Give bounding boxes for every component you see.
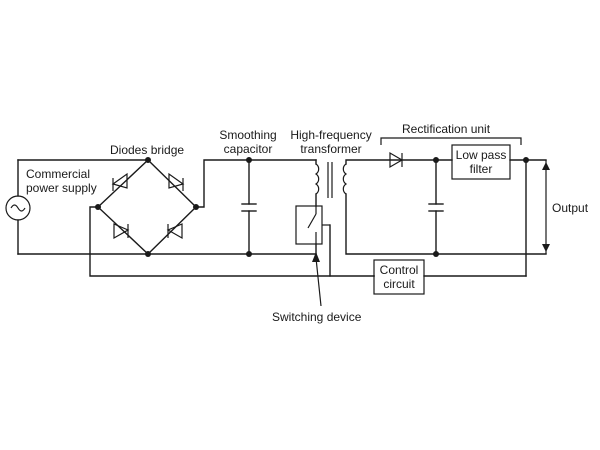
output-label: Output xyxy=(552,201,589,215)
ac-source xyxy=(5,159,31,255)
input-wires xyxy=(17,159,149,255)
commercial-power-supply-label: Commercial power supply xyxy=(26,167,97,195)
hf-transformer-line-2: transformer xyxy=(300,142,362,156)
low-pass-filter-line-1: Low pass xyxy=(455,148,507,162)
low-pass-filter-box xyxy=(451,144,511,180)
rectification-unit-bracket xyxy=(380,137,522,145)
smoothing-capacitor xyxy=(241,159,257,255)
output-terminals xyxy=(542,160,550,254)
control-circuit-box xyxy=(373,259,425,295)
smoothing-capacitor-line-2: capacitor xyxy=(223,142,273,156)
transformer xyxy=(314,159,547,255)
commercial-power-supply-line-1: Commercial xyxy=(26,167,91,181)
control-circuit-line-2: circuit xyxy=(383,277,415,291)
switching-device-pointer xyxy=(312,252,322,307)
low-pass-filter-line-2: filter xyxy=(469,162,493,176)
control-circuit-line-1: Control xyxy=(379,263,419,277)
diode-1 xyxy=(111,172,128,191)
switching-device-label: Switching device xyxy=(272,310,362,324)
diode-4 xyxy=(166,223,183,240)
diode-2 xyxy=(168,172,185,191)
control-circuit-label: Control circuit xyxy=(374,263,424,291)
diodes-bridge-label: Diodes bridge xyxy=(110,143,185,157)
hf-transformer-line-1: High-frequency xyxy=(290,128,372,142)
smoothing-capacitor-line-1: Smoothing xyxy=(219,128,277,142)
smoothing-capacitor-label: Smoothing capacitor xyxy=(215,128,281,156)
diode-3 xyxy=(113,223,130,240)
switching-device xyxy=(295,205,331,277)
control-wires xyxy=(373,159,527,277)
low-pass-filter-label: Low pass filter xyxy=(452,148,510,176)
diode-bridge xyxy=(95,157,199,257)
commercial-power-supply-line-2: power supply xyxy=(26,181,97,195)
output-capacitor xyxy=(428,157,444,257)
dc-bus xyxy=(89,157,375,277)
rectification-unit-label: Rectification unit xyxy=(402,122,491,136)
hf-transformer-label: High-frequency transformer xyxy=(285,128,377,156)
rectification-diode xyxy=(389,151,404,169)
